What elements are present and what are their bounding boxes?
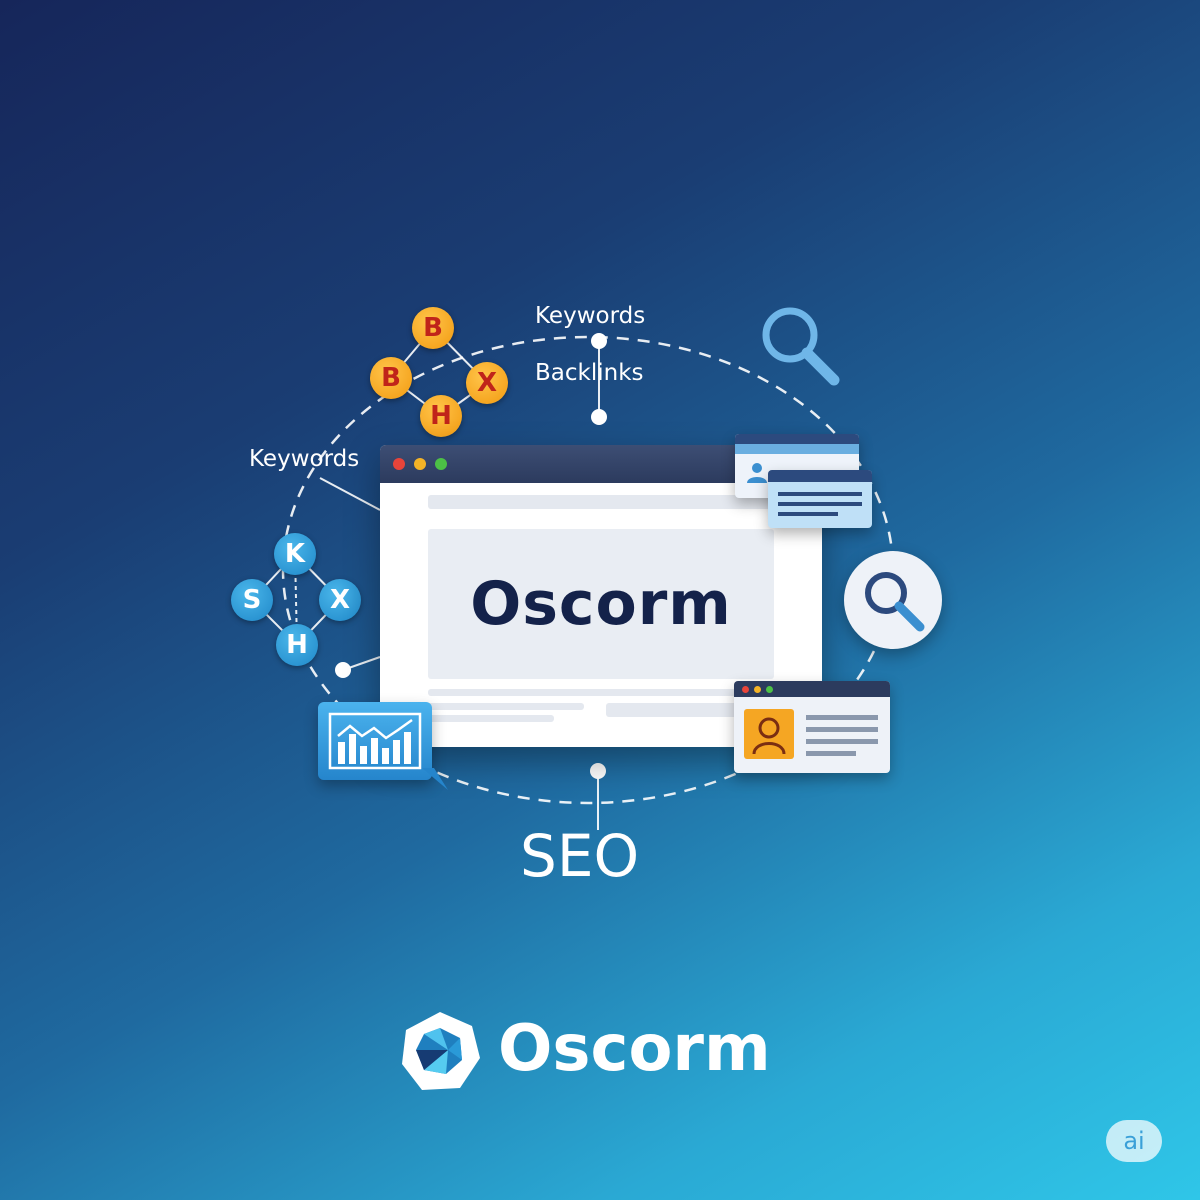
brand-name: Oscorm <box>498 1012 771 1086</box>
placeholder-line <box>428 689 774 696</box>
magnifier-circle-icon <box>844 551 942 649</box>
logo-icon <box>402 1012 480 1090</box>
orange-node: H <box>420 395 462 437</box>
minimize-dot <box>414 458 426 470</box>
keywords-label-top: Keywords <box>535 303 646 329</box>
orange-node: B <box>370 357 412 399</box>
text-card-icon <box>768 470 872 528</box>
blue-node: X <box>319 579 361 621</box>
ai-badge: ai <box>1106 1120 1162 1162</box>
backlinks-label: Backlinks <box>535 360 644 386</box>
maximize-dot <box>435 458 447 470</box>
screen-title: Oscorm <box>470 569 732 639</box>
placeholder-line <box>606 703 774 717</box>
keywords-label-left: Keywords <box>249 446 360 472</box>
placeholder-line <box>428 495 774 509</box>
blue-node: K <box>274 533 316 575</box>
browser-screen: Oscorm <box>428 529 774 679</box>
orange-node: B <box>412 307 454 349</box>
profile-card-icon <box>734 681 890 773</box>
magnifier-icon <box>762 307 840 386</box>
chart-card-icon <box>318 702 432 780</box>
placeholder-line <box>428 715 554 722</box>
chart-card-tail <box>422 768 448 790</box>
close-dot <box>393 458 405 470</box>
seo-label: SEO <box>520 822 640 890</box>
orange-node: X <box>466 362 508 404</box>
blue-node: S <box>231 579 273 621</box>
blue-node: H <box>276 624 318 666</box>
placeholder-line <box>428 703 584 710</box>
